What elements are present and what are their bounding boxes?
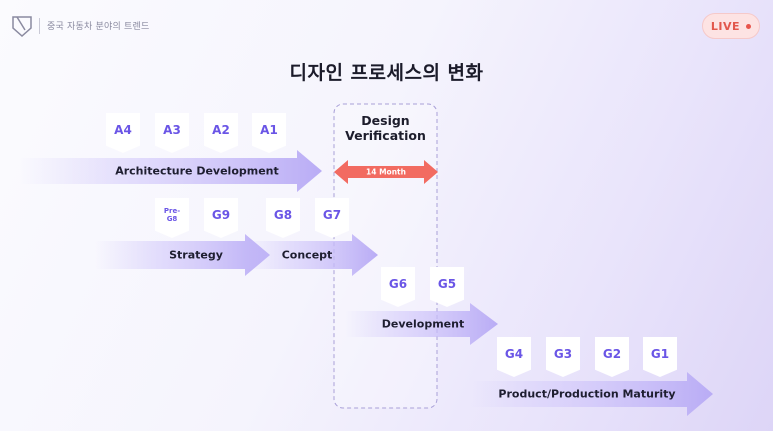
gate-badge-a4: A4 (106, 113, 140, 153)
verification-line2: Verification (345, 128, 426, 143)
gate-badge-g1: G1 (643, 337, 677, 377)
gate-badge-g8: G8 (266, 198, 300, 238)
gate-badge-g2: G2 (595, 337, 629, 377)
header-divider (39, 18, 40, 34)
design-verification-title: Design Verification (334, 113, 437, 143)
strategy-label: Strategy (169, 248, 223, 262)
product-arrow (470, 372, 713, 416)
gate-badge-g5: G5 (430, 267, 464, 307)
brand-logo-icon (12, 16, 32, 38)
gate-badge-pre-g8: Pre- G8 (155, 198, 189, 238)
concept-arrow (245, 234, 378, 276)
duration-label: 14 Month (366, 167, 406, 177)
live-label: LIVE (710, 19, 741, 33)
architecture-arrow (20, 150, 322, 192)
architecture-label: Architecture Development (115, 164, 279, 178)
gate-badge-g3: G3 (546, 337, 580, 377)
development-arrow (345, 303, 498, 345)
verification-line1: Design (361, 113, 410, 128)
duration-arrow (334, 160, 438, 184)
gate-badge-g6: G6 (381, 267, 415, 307)
live-badge: LIVE (702, 13, 760, 39)
gate-badge-g7: G7 (315, 198, 349, 238)
product-label: Product/Production Maturity (498, 387, 676, 401)
gate-badge-a3: A3 (155, 113, 189, 153)
gate-badge-a1: A1 (252, 113, 286, 153)
development-label: Development (381, 317, 465, 331)
page-title: 디자인 프로세스의 변화 (289, 62, 484, 84)
strategy-arrow (95, 234, 270, 276)
live-dot-icon (746, 23, 752, 29)
gate-badge-g4: G4 (497, 337, 531, 377)
concept-label: Concept (281, 248, 333, 262)
gate-badge-a2: A2 (204, 113, 238, 153)
brand-title: 중국 자동차 분야의 트렌드 (47, 22, 150, 32)
gate-badge-g9: G9 (204, 198, 238, 238)
